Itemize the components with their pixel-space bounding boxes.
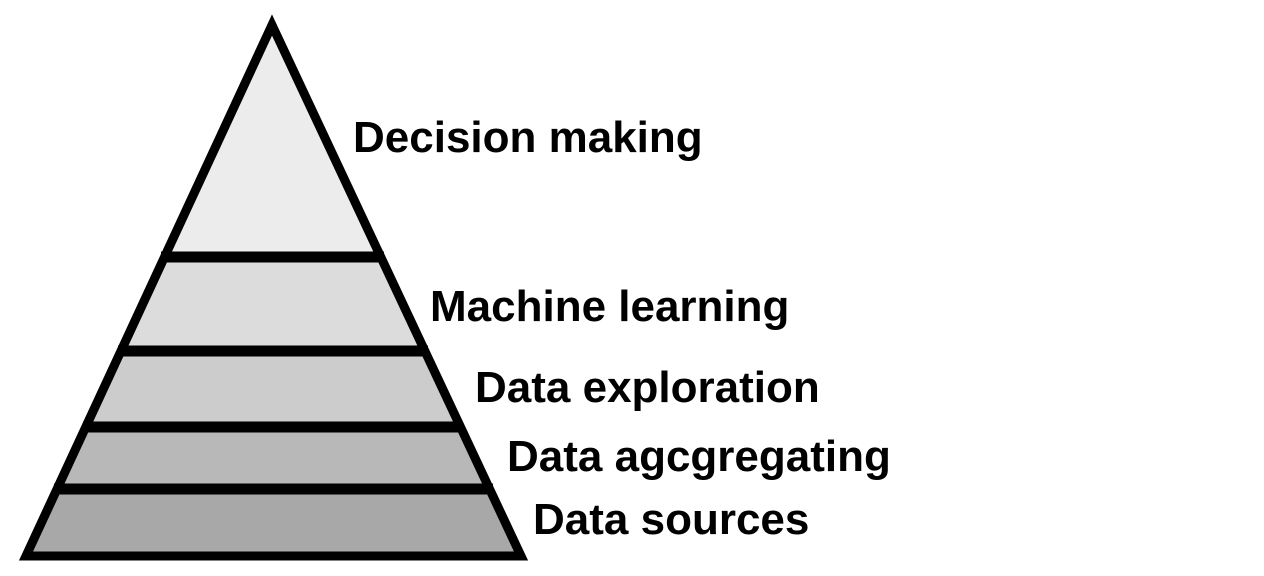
level-label-data-exploration: Data exploration [475,363,820,412]
level-label-decision-making: Decision making [353,113,703,162]
level-label-data-sources: Data sources [533,495,810,544]
pyramid-dividers [54,251,493,495]
pyramid-level-data-sources [26,489,521,556]
pyramid-level-machine-learning [121,257,425,351]
level-label-machine-learning: Machine learning [430,282,790,331]
level-label-data-agcgregating: Data agcgregating [507,432,891,481]
pyramid-level-data-exploration [86,351,460,427]
pyramid-levels [26,25,521,556]
pyramid-level-data-agcgregating [57,427,490,489]
pyramid-outline [18,14,529,561]
pyramid-level-decision-making [164,25,381,257]
